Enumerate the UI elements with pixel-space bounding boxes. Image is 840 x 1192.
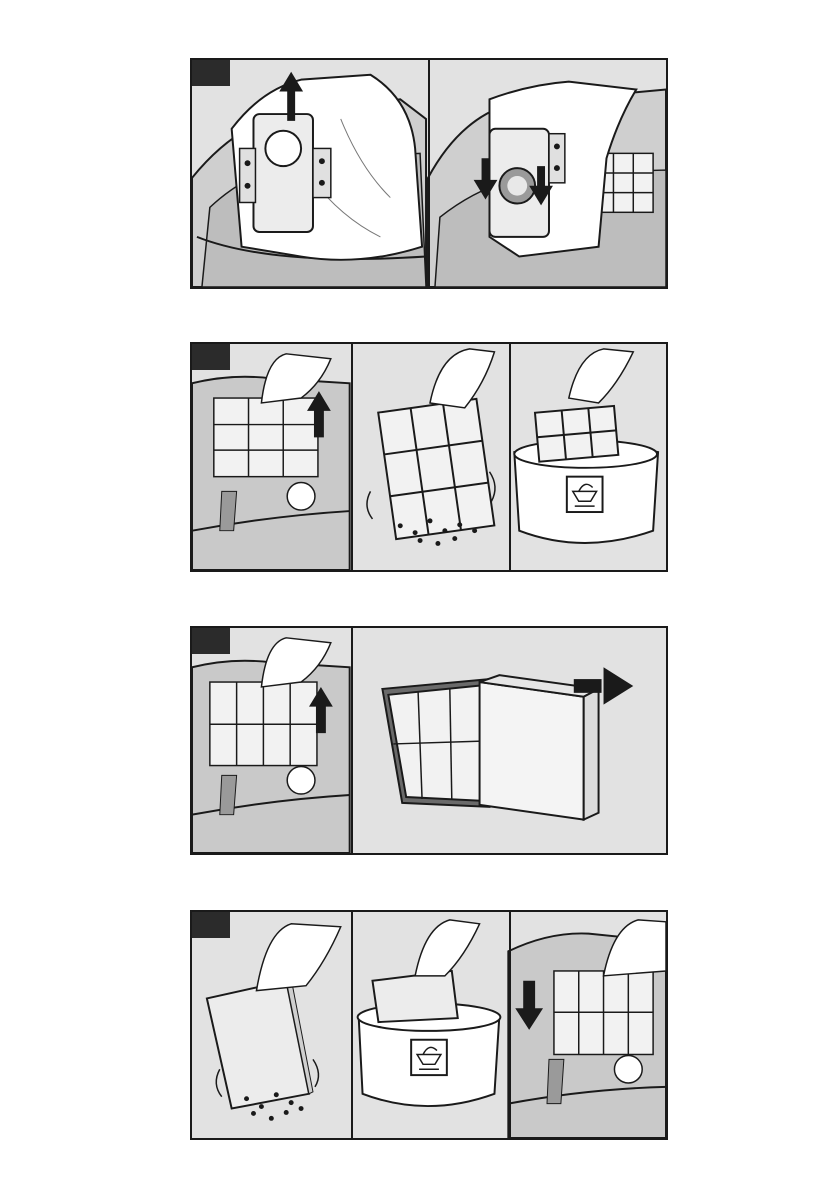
hand-wash-icon	[411, 1040, 447, 1075]
illustration-clean-exhaust-filter	[192, 344, 666, 570]
subpanel-divider	[351, 344, 353, 570]
instruction-panel-2	[190, 342, 668, 572]
instruction-panel-4	[190, 910, 668, 1140]
instruction-panel-1	[190, 58, 668, 289]
illustration-clean-and-reinsert-filter	[192, 912, 666, 1138]
illustration-remove-filter-cassette	[192, 628, 666, 853]
step-number-tab	[192, 912, 230, 938]
subpanel-divider	[351, 912, 353, 1138]
subpanel-divider	[351, 628, 353, 853]
step-number-tab	[192, 60, 230, 86]
subpanel-divider	[428, 60, 430, 287]
instruction-panel-3	[190, 626, 668, 855]
step-number-tab	[192, 628, 230, 654]
hand-wash-icon	[567, 477, 603, 512]
subpanel-divider	[509, 344, 511, 570]
subpanel-divider	[509, 912, 511, 1138]
step-number-tab	[192, 344, 230, 370]
